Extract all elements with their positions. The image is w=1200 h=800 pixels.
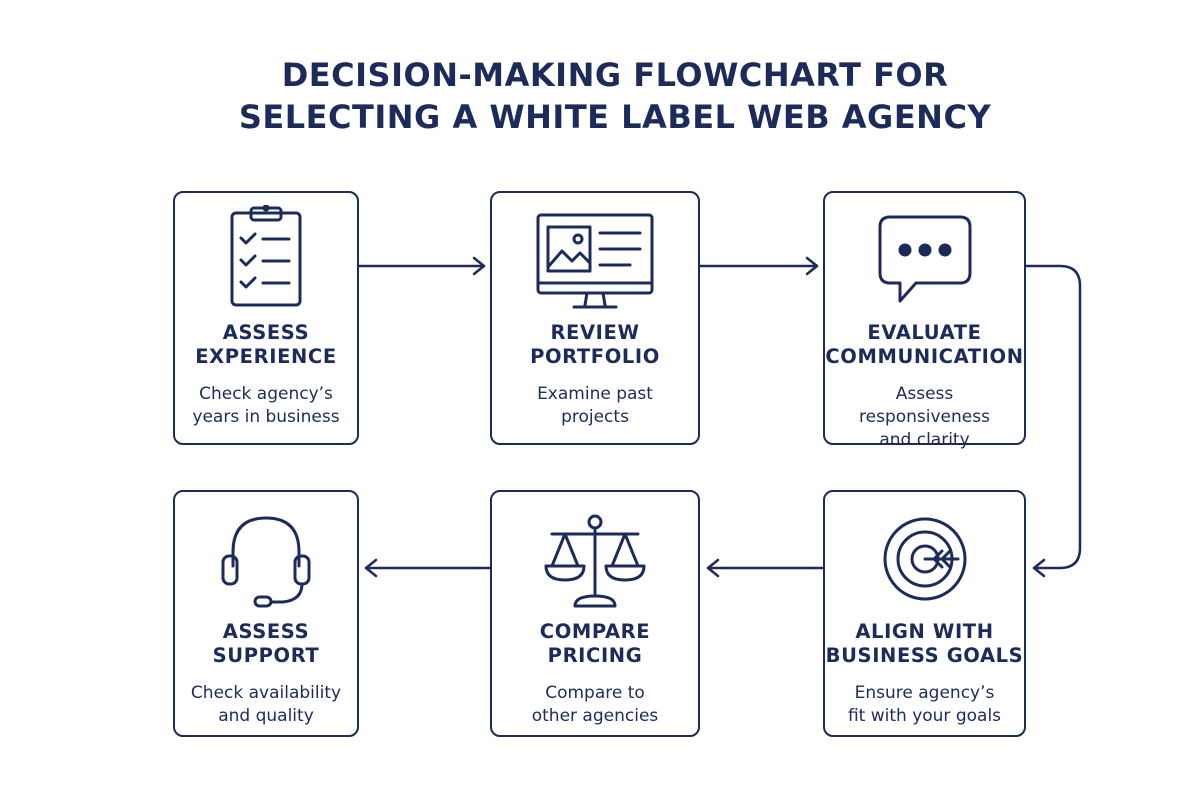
step-description: Compare to other agencies bbox=[531, 683, 659, 726]
title-line-2: SELECTING A WHITE LABEL WEB AGENCY bbox=[238, 98, 992, 136]
step-card-compare-pricing: COMPARE PRICING Compare to other agencie… bbox=[490, 490, 700, 737]
step-description: Check agency’s years in business bbox=[192, 384, 340, 427]
page-title: DECISION-MAKING FLOWCHART FOR SELECTING … bbox=[0, 54, 1200, 138]
step-card-review-portfolio: REVIEW PORTFOLIO Examine past projects bbox=[490, 191, 700, 445]
step-heading: COMPARE PRICING bbox=[539, 620, 651, 667]
clipboard-checklist-icon bbox=[175, 205, 357, 315]
title-line-1: DECISION-MAKING FLOWCHART FOR bbox=[281, 56, 949, 94]
scales-icon bbox=[492, 504, 698, 614]
monitor-portfolio-icon bbox=[492, 205, 698, 315]
step-description: Examine past projects bbox=[537, 384, 653, 427]
step-heading: ASSESS EXPERIENCE bbox=[195, 321, 337, 368]
step-card-align-business-goals: ALIGN WITH BUSINESS GOALS Ensure agency’… bbox=[823, 490, 1026, 737]
step-heading: ASSESS SUPPORT bbox=[212, 620, 320, 667]
step-heading: ALIGN WITH BUSINESS GOALS bbox=[825, 620, 1024, 667]
step-card-assess-experience: ASSESS EXPERIENCE Check agency’s years i… bbox=[173, 191, 359, 445]
speech-bubble-icon bbox=[825, 205, 1024, 315]
step-description: Check availability and quality bbox=[190, 683, 342, 726]
step-heading: EVALUATE COMMUNICATION bbox=[825, 321, 1024, 368]
target-icon bbox=[825, 504, 1024, 614]
step-heading: REVIEW PORTFOLIO bbox=[530, 321, 660, 368]
step-card-evaluate-communication: EVALUATE COMMUNICATION Assess responsive… bbox=[823, 191, 1026, 450]
arrow-3-to-4 bbox=[1024, 264, 1082, 570]
step-description: Assess responsiveness and clarity bbox=[859, 384, 990, 450]
headset-icon bbox=[175, 504, 357, 614]
step-card-assess-support: ASSESS SUPPORT Check availability and qu… bbox=[173, 490, 359, 737]
step-description: Ensure agency’s fit with your goals bbox=[847, 683, 1002, 726]
